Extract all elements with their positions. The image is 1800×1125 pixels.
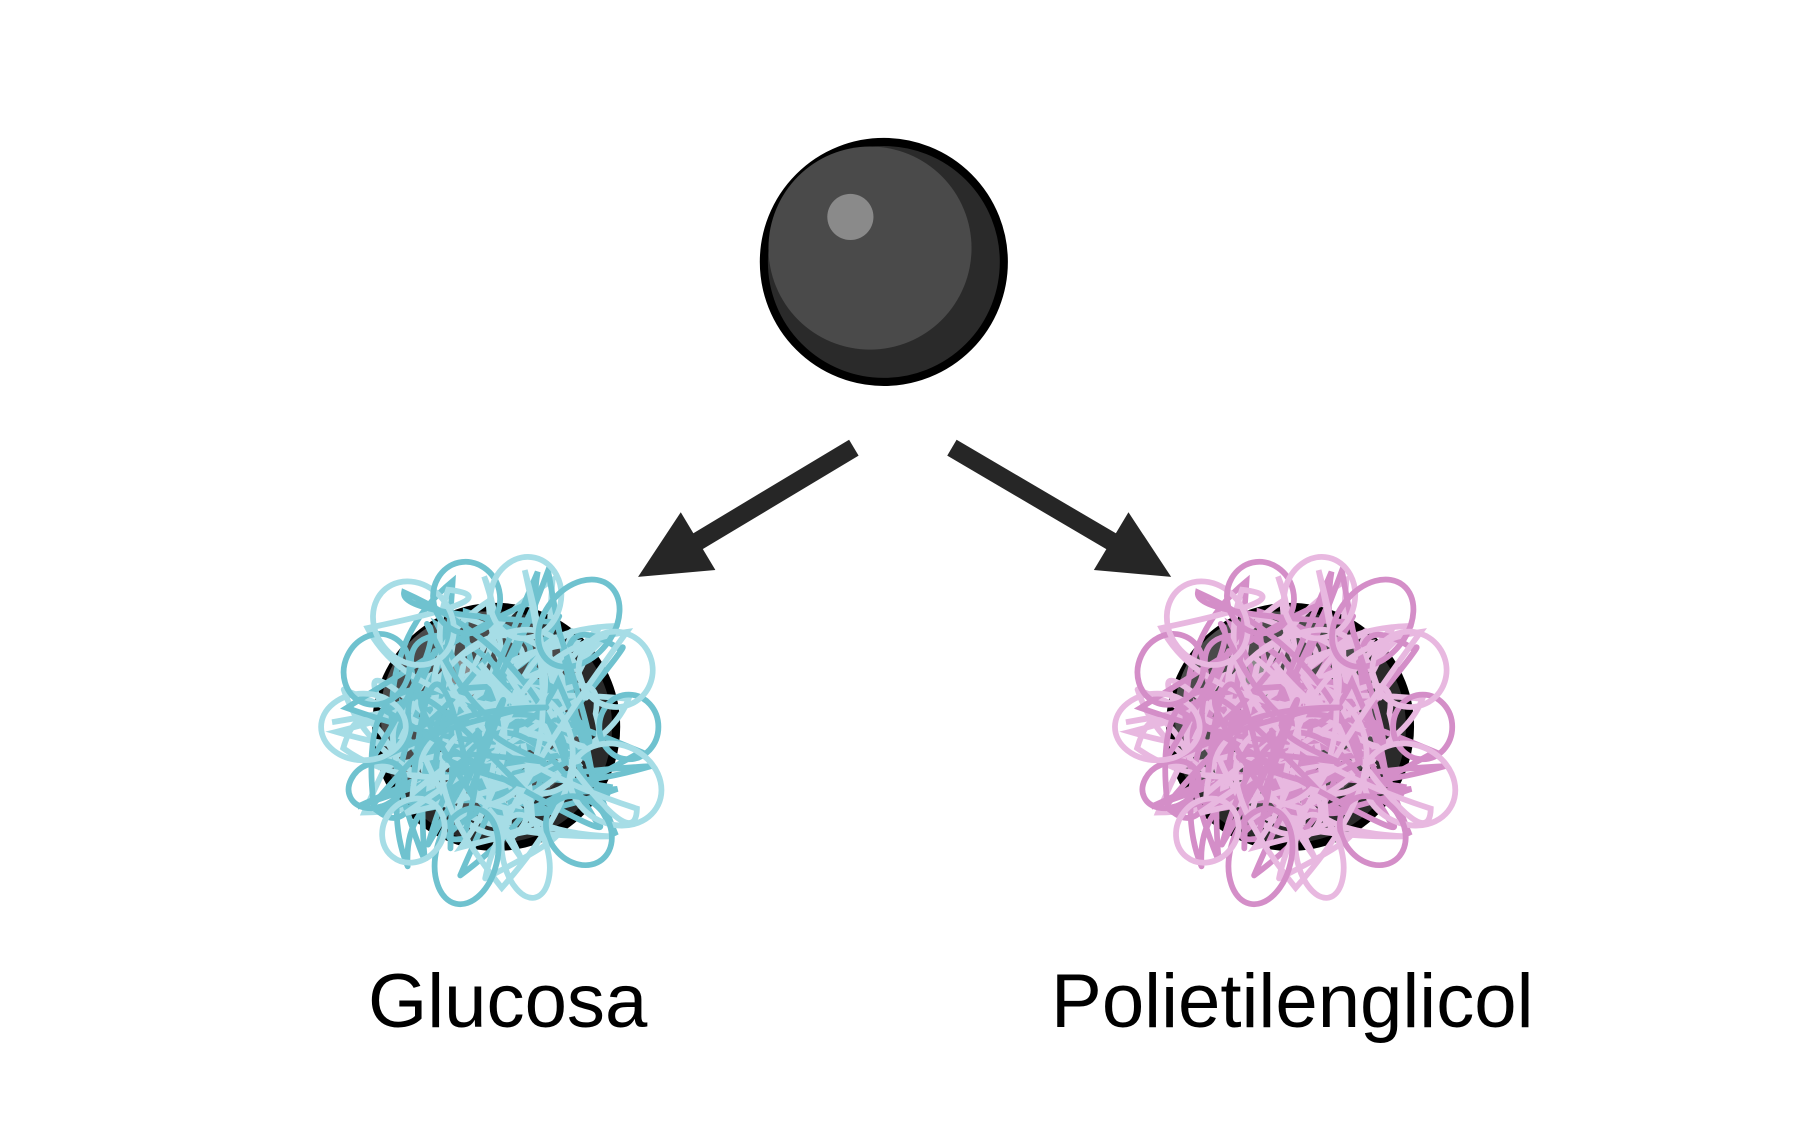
polymer-loop — [1336, 793, 1409, 869]
polymer-loop — [1224, 558, 1297, 637]
polymer-loop — [575, 628, 656, 710]
polymer-loop — [1360, 740, 1459, 829]
polymer-loop — [345, 757, 408, 812]
polymer-loop — [340, 631, 413, 708]
polymer-strand — [404, 626, 633, 816]
polymer-loop — [498, 811, 553, 901]
polymer-loop — [430, 558, 503, 637]
polymer-loop — [596, 691, 662, 763]
label-polietilenglicol: Polietilenglicol — [1051, 959, 1534, 1044]
label-glucosa: Glucosa — [368, 959, 648, 1044]
polymer-loop — [543, 793, 615, 869]
peg-coated-nanoparticle — [1112, 553, 1459, 908]
polymer-loop — [1134, 631, 1207, 708]
arrow-right — [947, 439, 1172, 577]
arrow-left — [638, 439, 859, 577]
polymer-loop — [1390, 691, 1456, 763]
polymer-loop — [1112, 690, 1203, 764]
polymer-loop — [1329, 576, 1417, 670]
polymer-loop — [487, 553, 565, 642]
peg-coating — [1112, 553, 1459, 908]
polymer-loop — [1281, 553, 1359, 642]
polymer-strand — [1205, 681, 1344, 799]
glucose-coated-nanoparticle — [318, 553, 665, 908]
glucose-coating — [318, 553, 665, 908]
polymer-loop — [1163, 578, 1251, 668]
polymer-loop — [379, 795, 448, 866]
polymer-loop — [567, 740, 665, 829]
polymer-strand — [1155, 588, 1387, 771]
polymer-loop — [370, 578, 457, 668]
polymer-loop — [535, 576, 623, 670]
polymer-loop — [1292, 811, 1347, 901]
polymer-loop — [1369, 628, 1450, 710]
polymer-loop — [1139, 757, 1202, 812]
polymer-strand — [361, 588, 593, 771]
polymer-loop — [318, 690, 409, 764]
polymer-loop — [1173, 795, 1242, 866]
polymer-strand — [411, 681, 550, 799]
polymer-strand — [1197, 626, 1427, 816]
bare-nanoparticle — [764, 142, 1004, 382]
